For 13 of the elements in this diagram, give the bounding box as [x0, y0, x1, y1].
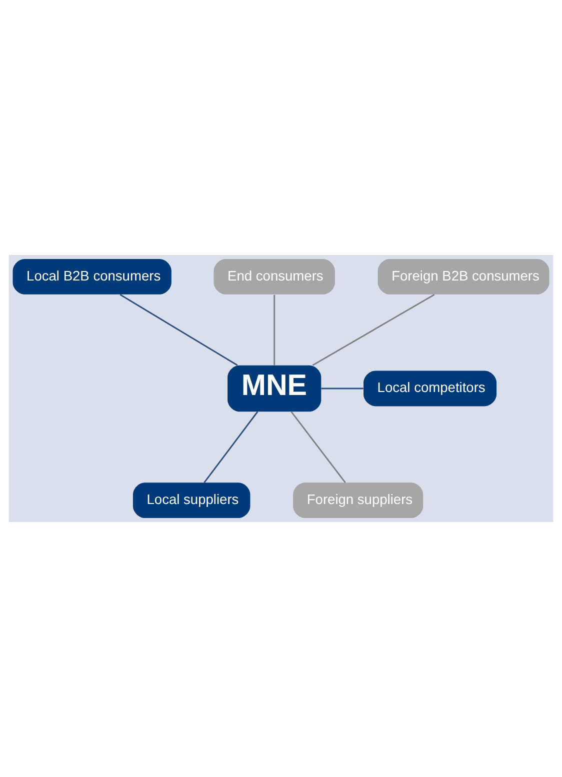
node-box: Foreign B2B consumers — [378, 258, 550, 294]
node-box: MNE — [228, 365, 322, 412]
node-box: Foreign suppliers — [293, 482, 424, 518]
connector — [274, 294, 276, 366]
connector — [204, 411, 258, 483]
node-box: End consumers — [214, 258, 335, 294]
connector — [321, 388, 364, 390]
node-box: Local B2B consumers — [12, 258, 172, 294]
connector — [312, 294, 435, 366]
node-box: Local suppliers — [132, 482, 250, 518]
connector — [290, 411, 346, 483]
node-box: Local competitors — [364, 370, 497, 406]
connector — [120, 294, 238, 366]
